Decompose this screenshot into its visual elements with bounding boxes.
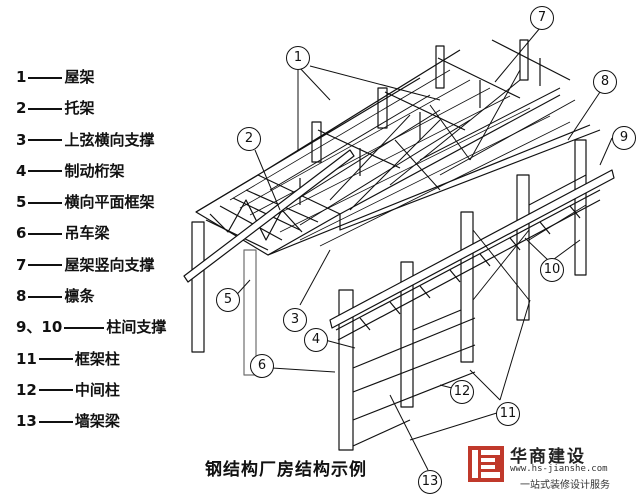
callout-13: 13: [418, 470, 442, 494]
legend-label: 屋架: [64, 68, 95, 86]
callout-4: 4: [304, 328, 328, 352]
legend-number: 9、10: [16, 318, 63, 337]
legend-dash: [28, 295, 63, 298]
legend-dash: [38, 389, 73, 392]
legend-label: 檩条: [64, 287, 95, 306]
callout-11: 11: [496, 402, 520, 426]
watermark-logo: 华商建设 www.hs-jianshe.com 一站式装修设计服务: [468, 440, 634, 492]
legend-item: 6 吊车梁: [16, 218, 166, 249]
legend-item: 7 屋架竖向支撑: [16, 250, 166, 281]
frame-columns-left: [191, 221, 257, 376]
legend-label: 吊车梁: [64, 224, 110, 243]
legend-number: 5: [16, 193, 27, 212]
legend-number: 4: [16, 161, 27, 180]
legend-number: 6: [16, 224, 27, 243]
leader-lines: [229, 27, 613, 471]
legend-dash: [38, 420, 73, 423]
callout-8: 8: [593, 70, 617, 94]
column-bracing: [412, 174, 587, 331]
callout-6: 6: [250, 354, 274, 378]
company-url: www.hs-jianshe.com: [510, 464, 608, 474]
legend-number: 1: [16, 68, 27, 86]
legend-dash: [28, 170, 63, 173]
legend-item: 5 横向平面框架: [16, 187, 166, 218]
legend-dash: [38, 358, 73, 361]
callout-3: 3: [283, 308, 307, 332]
legend-item: 9、10 柱间支撑: [16, 312, 166, 343]
legend-dash: [28, 76, 63, 79]
legend-label: 柱间支撑: [106, 318, 167, 337]
callout-9: 9: [612, 126, 636, 150]
legend-item: 2 托架: [16, 93, 166, 124]
legend-label: 上弦横向支撑: [64, 130, 155, 149]
wall-girts: [352, 317, 476, 447]
legend-number: 2: [16, 99, 27, 118]
callout-7: 7: [530, 6, 554, 30]
legend-item: 3 上弦横向支撑: [16, 125, 166, 156]
legend-number: 13: [16, 412, 37, 431]
legend-number: 7: [16, 255, 27, 274]
legend-item: 12 中间柱: [16, 375, 166, 406]
legend-dash: [28, 201, 63, 204]
legend-label: 屋架竖向支撑: [64, 255, 155, 274]
company-slogan: 一站式装修设计服务: [520, 480, 610, 491]
legend-label: 框架柱: [74, 349, 120, 368]
callout-10: 10: [540, 258, 564, 282]
legend-label: 墙架梁: [74, 412, 120, 431]
legend-item: 4 制动桁架: [16, 156, 166, 187]
legend-item: 8 檩条: [16, 281, 166, 312]
legend-dash: [28, 264, 63, 267]
callout-2: 2: [237, 127, 261, 151]
legend-item: 11 框架柱: [16, 344, 166, 375]
legend-number: 11: [16, 349, 37, 368]
legend-dash: [64, 326, 105, 329]
legend-dash: [28, 232, 63, 235]
company-logo-icon: [468, 446, 504, 482]
callout-12: 12: [450, 380, 474, 404]
legend-number: 3: [16, 130, 27, 149]
legend-number: 8: [16, 287, 27, 306]
legend-label: 中间柱: [74, 380, 120, 399]
legend-dash: [28, 139, 63, 142]
legend-number: 12: [16, 380, 37, 399]
callout-1: 1: [286, 46, 310, 70]
legend-label: 托架: [64, 99, 95, 118]
legend-label: 制动桁架: [64, 161, 125, 180]
legend-label: 横向平面框架: [64, 193, 155, 212]
legend-dash: [28, 107, 63, 110]
company-name: 华商建设: [510, 447, 586, 467]
legend-item: 1 屋架: [16, 62, 166, 93]
crane-beam: [183, 149, 615, 341]
legend-item: 13 墙架梁: [16, 406, 166, 437]
figure-caption: 钢结构厂房结构示例: [205, 460, 367, 480]
purlins: [229, 69, 571, 247]
callout-5: 5: [216, 288, 240, 312]
